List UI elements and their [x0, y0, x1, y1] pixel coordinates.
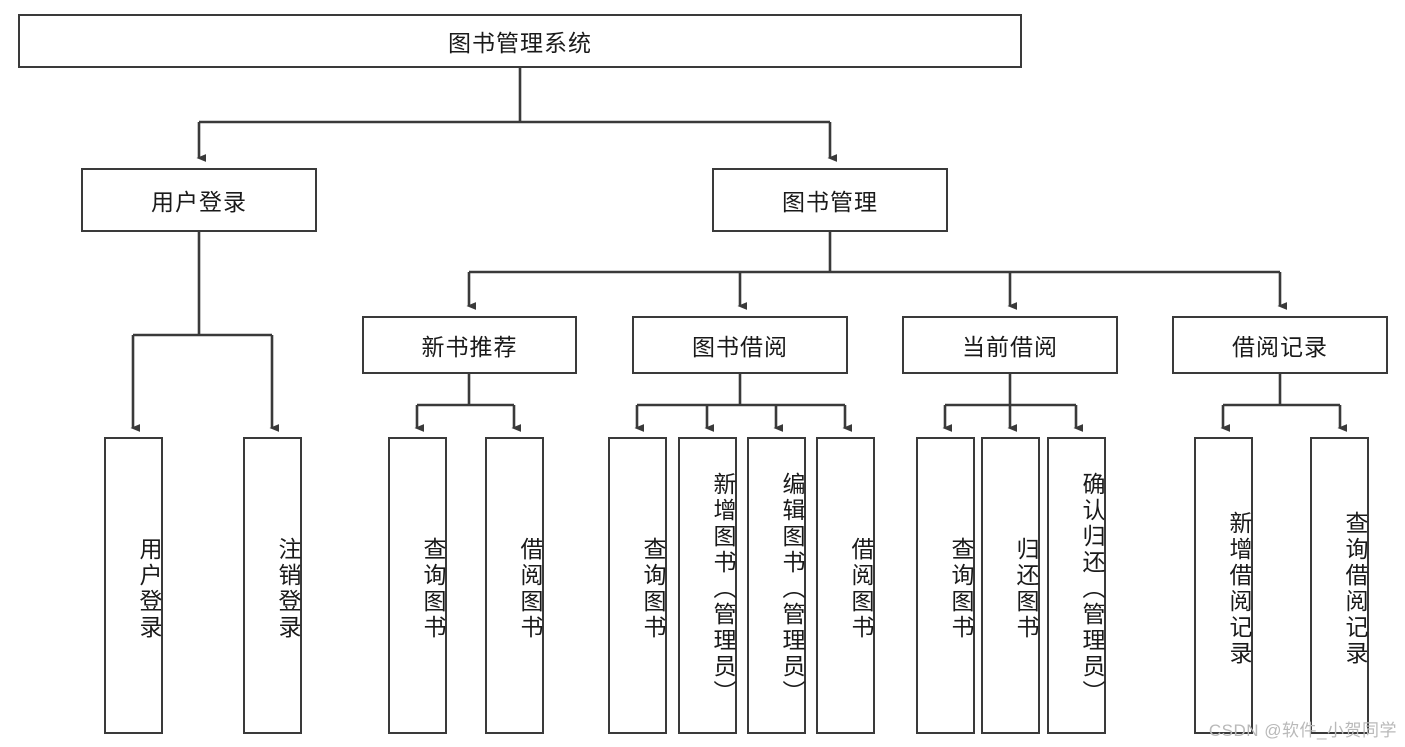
node-label: 注销登录	[275, 536, 301, 641]
node-label: 新书推荐	[421, 334, 518, 360]
leaf-book-borrow-edit-book-admin[interactable]: 编辑图书（管理员）	[747, 437, 806, 734]
node-label: 借阅图书	[848, 536, 874, 641]
node-label: 归还图书	[1013, 536, 1039, 641]
node-label: 查询图书	[420, 536, 446, 641]
node-label: 借阅图书	[517, 536, 543, 641]
node-root-book-management-system[interactable]: 图书管理系统	[18, 14, 1022, 68]
leaf-user-login-logout[interactable]: 注销登录	[243, 437, 302, 734]
leaf-current-borrow-confirm-return-admin[interactable]: 确认归还（管理员）	[1047, 437, 1106, 734]
node-new-book-recommend[interactable]: 新书推荐	[362, 316, 577, 374]
node-label: 新增借阅记录	[1226, 510, 1252, 667]
node-label: 编辑图书（管理员）	[779, 471, 805, 706]
node-label: 查询借阅记录	[1342, 510, 1368, 667]
leaf-borrow-record-query-record[interactable]: 查询借阅记录	[1310, 437, 1369, 734]
leaf-new-book-borrow-book[interactable]: 借阅图书	[485, 437, 544, 734]
node-current-borrow[interactable]: 当前借阅	[902, 316, 1118, 374]
leaf-book-borrow-query-book[interactable]: 查询图书	[608, 437, 667, 734]
node-label: 图书借阅	[692, 334, 788, 360]
node-label: 新增图书（管理员）	[710, 471, 736, 706]
watermark-text: CSDN @软件_小贺同学	[1208, 721, 1397, 740]
node-label: 确认归还（管理员）	[1079, 471, 1105, 706]
leaf-current-borrow-return-book[interactable]: 归还图书	[981, 437, 1040, 734]
leaf-book-borrow-add-book-admin[interactable]: 新增图书（管理员）	[678, 437, 737, 734]
node-label: 用户登录	[136, 536, 162, 641]
node-label: 图书管理系统	[448, 30, 592, 56]
node-book-borrow[interactable]: 图书借阅	[632, 316, 848, 374]
leaf-book-borrow-borrow-book[interactable]: 借阅图书	[816, 437, 875, 734]
node-label: 用户登录	[151, 189, 247, 215]
leaf-current-borrow-query-book[interactable]: 查询图书	[916, 437, 975, 734]
node-borrow-record[interactable]: 借阅记录	[1172, 316, 1388, 374]
node-label: 当前借阅	[962, 334, 1058, 360]
node-label: 图书管理	[782, 189, 878, 215]
leaf-new-book-query-book[interactable]: 查询图书	[388, 437, 447, 734]
node-label: 查询图书	[640, 536, 666, 641]
node-label: 借阅记录	[1232, 334, 1328, 360]
leaf-borrow-record-add-record[interactable]: 新增借阅记录	[1194, 437, 1253, 734]
node-label: 查询图书	[948, 536, 974, 641]
node-book-management[interactable]: 图书管理	[712, 168, 948, 232]
leaf-user-login-login[interactable]: 用户登录	[104, 437, 163, 734]
node-user-login[interactable]: 用户登录	[81, 168, 317, 232]
